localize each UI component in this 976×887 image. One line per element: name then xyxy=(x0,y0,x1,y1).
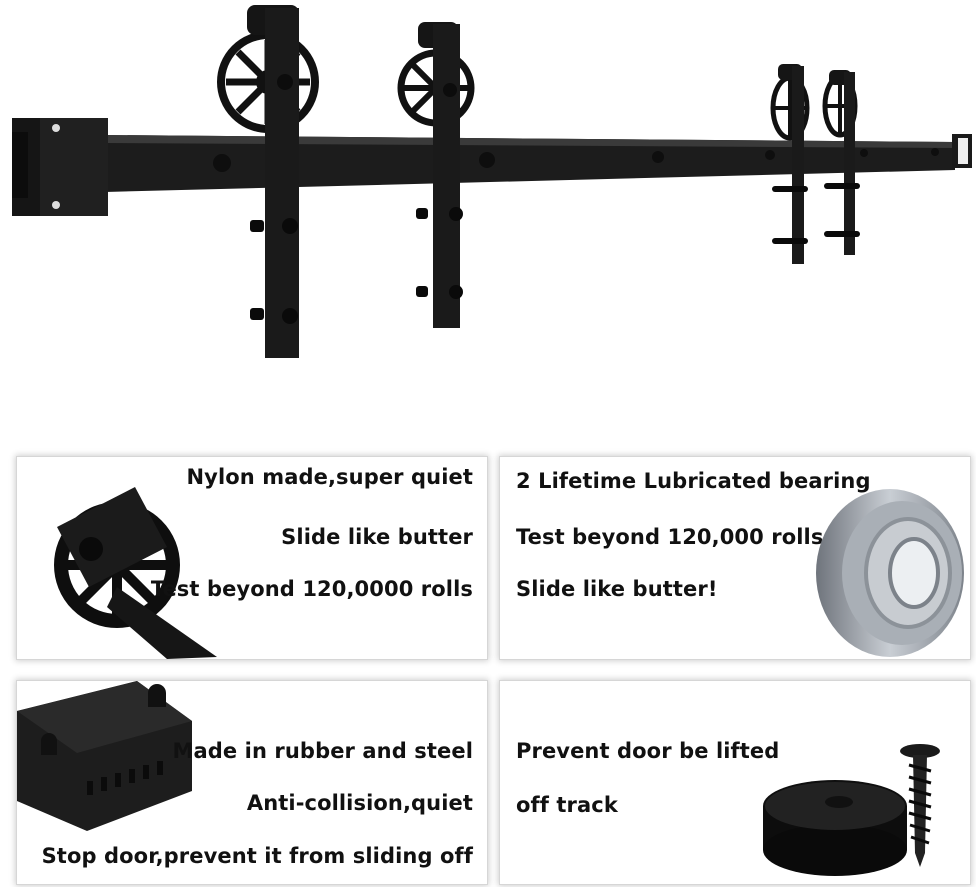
panel-3-line-3: Stop door,prevent it from sliding off xyxy=(41,844,473,868)
track-rail xyxy=(12,118,972,216)
large-spoke-wheel-hanger xyxy=(217,5,319,358)
panel-3-line-1: Made in rubber and steel xyxy=(172,739,473,763)
barn-door-hardware-image xyxy=(12,5,972,358)
panel-2-line-2: Test beyond 120,000 rolls xyxy=(516,525,824,549)
feature-panel-bearing: 2 Lifetime Lubricated bearing Test beyon… xyxy=(500,457,970,659)
panel-4-line-1: Prevent door be lifted xyxy=(516,739,780,763)
panel-2-line-1: 2 Lifetime Lubricated bearing xyxy=(516,469,871,493)
feature-panel-floor-guide: Prevent door be lifted off track xyxy=(500,681,970,884)
floor-guide-icon xyxy=(763,780,907,876)
panel-1-line-1: Nylon made,super quiet xyxy=(186,465,473,489)
screw-icon xyxy=(900,744,940,867)
rubber-stopper-icon xyxy=(17,681,192,831)
spoke-wheel-icon xyxy=(54,487,217,659)
ball-bearing-icon xyxy=(816,489,964,657)
feature-panel-wheel: Nylon made,super quiet Slide like butter… xyxy=(17,457,487,659)
panel-1-line-3: Test beyond 120,0000 rolls xyxy=(150,577,473,601)
large-spoke-wheel-hanger xyxy=(397,22,475,328)
panel-1-line-2: Slide like butter xyxy=(281,525,473,549)
feature-panel-stopper: Made in rubber and steel Anti-collision,… xyxy=(17,681,487,884)
small-spoke-wheel-hanger xyxy=(822,70,860,255)
panel-4-line-2: off track xyxy=(516,793,618,817)
small-spoke-wheel-hanger xyxy=(770,64,810,264)
panel-2-line-3: Slide like butter! xyxy=(516,577,718,601)
panel-3-line-2: Anti-collision,quiet xyxy=(246,791,473,815)
